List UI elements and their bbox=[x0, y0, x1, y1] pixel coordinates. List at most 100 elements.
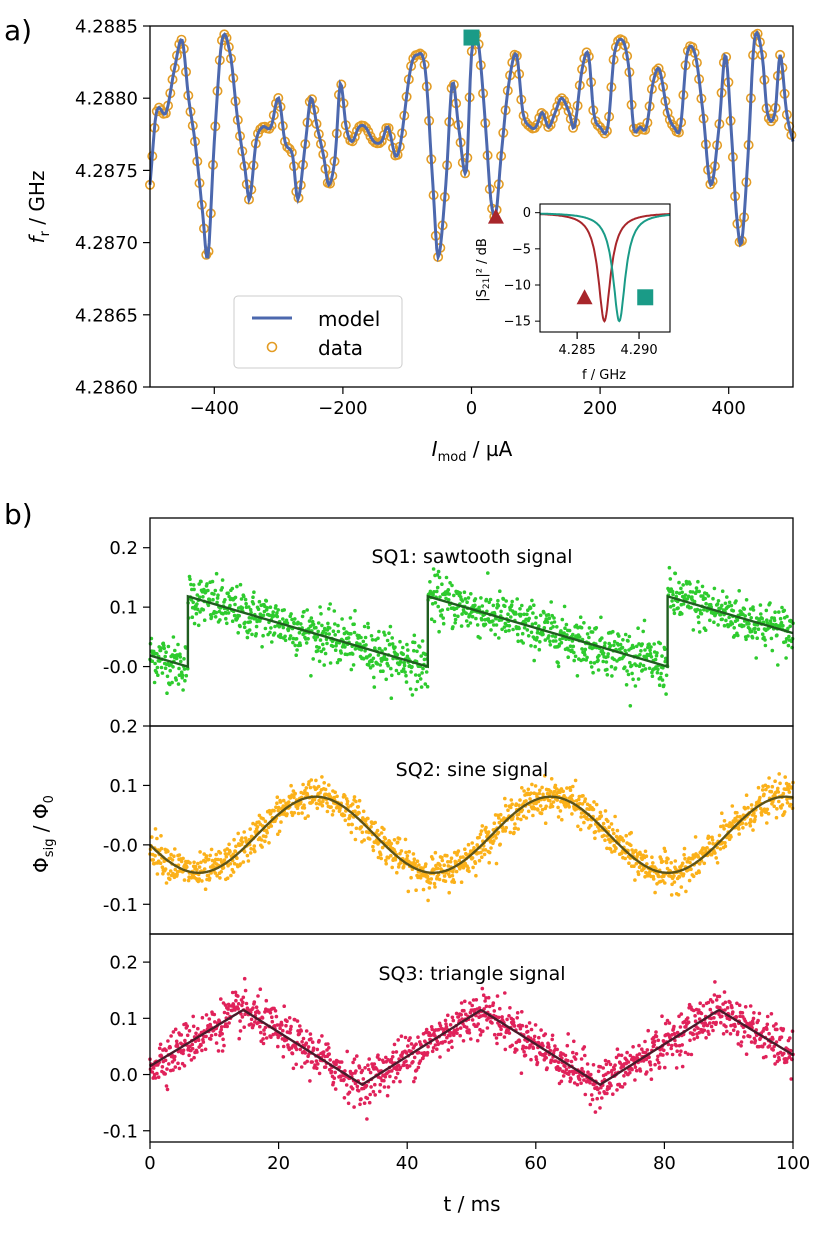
b3-point bbox=[537, 1035, 541, 1040]
b1-point bbox=[753, 626, 757, 631]
b1-point bbox=[704, 601, 708, 606]
b2-point bbox=[766, 784, 770, 789]
b1-point bbox=[254, 624, 259, 629]
b2-point bbox=[168, 869, 173, 873]
b1-point bbox=[306, 637, 310, 641]
b1-point bbox=[560, 617, 565, 622]
b1-point bbox=[210, 579, 215, 584]
b2-point bbox=[442, 863, 447, 867]
b3-point bbox=[438, 1055, 442, 1059]
b2-point bbox=[177, 853, 182, 857]
b1-point bbox=[643, 667, 648, 671]
b2-point bbox=[571, 784, 575, 789]
b3-point bbox=[446, 1013, 450, 1018]
b2-point bbox=[390, 865, 395, 870]
b1-point bbox=[322, 663, 327, 667]
b1-point bbox=[378, 663, 383, 667]
b3-point bbox=[771, 1037, 775, 1041]
b3-point bbox=[304, 1041, 309, 1045]
b2-point bbox=[573, 778, 578, 783]
b3-point bbox=[686, 1052, 690, 1056]
b1-point bbox=[460, 599, 465, 603]
b1-point bbox=[526, 634, 531, 638]
b3-point bbox=[490, 1021, 494, 1025]
b2-point bbox=[684, 889, 688, 894]
b2-point bbox=[516, 812, 521, 816]
b1-point bbox=[182, 667, 187, 671]
b1-point bbox=[201, 608, 206, 612]
b2-point bbox=[484, 825, 488, 830]
b1-point bbox=[339, 651, 344, 655]
b1-point bbox=[610, 674, 614, 678]
b2-point bbox=[267, 841, 271, 845]
b1-point bbox=[174, 656, 179, 661]
b3-point bbox=[580, 1066, 584, 1071]
b2-point bbox=[760, 788, 765, 792]
b3-point bbox=[739, 1040, 744, 1044]
b2-point bbox=[345, 799, 350, 804]
b3-point bbox=[156, 1075, 161, 1079]
b3-point bbox=[358, 1102, 362, 1107]
b2-y-tick-label: 0.1 bbox=[109, 776, 138, 797]
b2-point bbox=[186, 878, 191, 883]
b1-point bbox=[530, 598, 534, 603]
b3-title: SQ3: triangle signal bbox=[378, 963, 565, 985]
b3-point bbox=[394, 1050, 399, 1054]
b1-point bbox=[587, 626, 592, 630]
b3-point bbox=[163, 1072, 167, 1076]
b3-point bbox=[707, 1032, 711, 1036]
b2-point bbox=[314, 778, 318, 783]
b1-point bbox=[413, 673, 418, 677]
b3-point bbox=[273, 1009, 278, 1013]
b3-point bbox=[252, 1000, 257, 1004]
b1-point bbox=[275, 614, 280, 619]
b2-point bbox=[292, 811, 297, 815]
b1-point bbox=[681, 583, 685, 587]
b3-point bbox=[327, 1052, 332, 1056]
b1-point bbox=[703, 628, 708, 632]
b3-point bbox=[203, 1047, 208, 1052]
b3-point bbox=[458, 1026, 463, 1030]
inset-x-tick-label: 4.290 bbox=[620, 343, 657, 358]
b3-point bbox=[326, 1042, 330, 1046]
b3-point bbox=[725, 1006, 730, 1010]
b1-point bbox=[316, 649, 320, 653]
panel-b: SQ1: sawtooth signal -0.00.10.2 SQ2: sin… bbox=[29, 517, 810, 1216]
b2-point bbox=[150, 835, 154, 839]
b2-point bbox=[158, 861, 163, 865]
b1-point bbox=[323, 651, 328, 656]
b2-point bbox=[624, 833, 628, 838]
b1-point bbox=[218, 618, 222, 622]
b2-point bbox=[301, 791, 306, 796]
b1-point bbox=[771, 622, 775, 627]
b2-point bbox=[752, 811, 756, 815]
b3-point bbox=[569, 1077, 573, 1081]
b3-point bbox=[256, 994, 260, 998]
b3-point bbox=[281, 1055, 286, 1059]
b1-point bbox=[638, 662, 643, 666]
b3-point bbox=[242, 976, 247, 981]
b2-point bbox=[773, 779, 777, 783]
b3-point bbox=[572, 1039, 576, 1044]
b1-point bbox=[503, 629, 508, 633]
b2-point bbox=[603, 809, 608, 813]
b3-point bbox=[532, 1034, 537, 1039]
b2-point bbox=[612, 849, 617, 853]
b2-point bbox=[322, 781, 327, 785]
b1-point bbox=[744, 598, 749, 602]
b3-point bbox=[367, 1100, 372, 1105]
b3-point bbox=[762, 1042, 767, 1046]
b1-point bbox=[545, 620, 550, 624]
b3-point bbox=[213, 1032, 218, 1037]
b1-point bbox=[401, 667, 406, 671]
b3-point bbox=[281, 1044, 286, 1049]
b2-point bbox=[753, 814, 758, 819]
b2-point bbox=[251, 821, 255, 826]
b3-point bbox=[743, 1005, 748, 1009]
b3-point bbox=[185, 1024, 189, 1028]
b1-point bbox=[163, 654, 167, 659]
b2-point bbox=[238, 862, 243, 866]
b1-point bbox=[572, 658, 576, 663]
b3-point bbox=[751, 1021, 755, 1026]
